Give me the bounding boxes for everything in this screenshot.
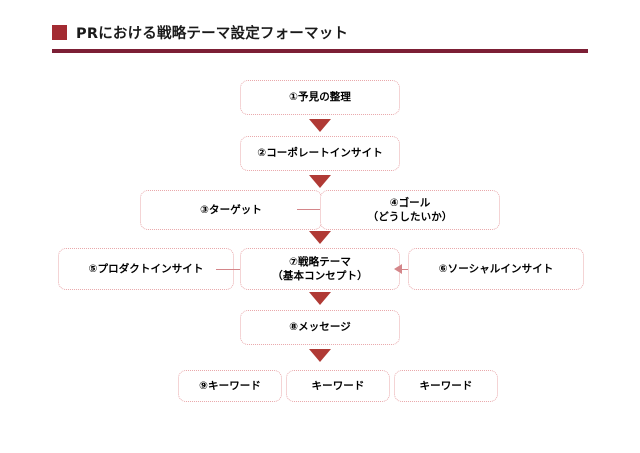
- node-label-9a: ⑨キーワード: [199, 379, 261, 392]
- node-label-4: ④ゴール （どうしたいか）: [367, 196, 453, 223]
- node-label-7: ⑦戦略テーマ （基本コンセプト）: [272, 255, 368, 282]
- node-label-1: ①予見の整理: [289, 91, 351, 104]
- arrow-down-icon-4: [309, 292, 331, 305]
- node-label-9b: キーワード: [311, 379, 365, 392]
- node-box-3[interactable]: ③ターゲット: [140, 190, 322, 230]
- node-box-2[interactable]: ②コーポレートインサイト: [240, 136, 400, 171]
- node-label-8: ⑧メッセージ: [289, 321, 351, 334]
- slide-header: PRにおける戦略テーマ設定フォーマット: [52, 22, 588, 53]
- arrow-down-icon-1: [309, 119, 331, 132]
- node-label-2: ②コーポレートインサイト: [257, 147, 383, 160]
- node-label-3: ③ターゲット: [200, 203, 262, 216]
- node-label-9c: キーワード: [419, 379, 473, 392]
- node-box-8[interactable]: ⑧メッセージ: [240, 310, 400, 345]
- node-label-6: ⑥ソーシャルインサイト: [438, 262, 554, 275]
- node-box-4[interactable]: ④ゴール （どうしたいか）: [320, 190, 500, 230]
- node-label-5: ⑤プロダクトインサイト: [88, 262, 204, 275]
- header-divider: [52, 49, 588, 53]
- node-box-6[interactable]: ⑥ソーシャルインサイト: [408, 248, 584, 290]
- node-box-9b[interactable]: キーワード: [286, 370, 390, 402]
- arrow-down-icon-3: [309, 231, 331, 244]
- node-box-7[interactable]: ⑦戦略テーマ （基本コンセプト）: [240, 248, 400, 290]
- arrow-shaft: [216, 268, 261, 270]
- node-box-9a[interactable]: ⑨キーワード: [178, 370, 282, 402]
- node-box-5[interactable]: ⑤プロダクトインサイト: [58, 248, 234, 290]
- node-box-1[interactable]: ①予見の整理: [240, 80, 400, 115]
- square-bullet-icon: [52, 25, 67, 40]
- arrow-head: [394, 264, 402, 274]
- arrow-down-icon-5: [309, 349, 331, 362]
- page-title: PRにおける戦略テーマ設定フォーマット: [76, 26, 349, 42]
- node-box-9c[interactable]: キーワード: [394, 370, 498, 402]
- header-row: PRにおける戦略テーマ設定フォーマット: [52, 22, 588, 43]
- arrow-down-icon-2: [309, 175, 331, 188]
